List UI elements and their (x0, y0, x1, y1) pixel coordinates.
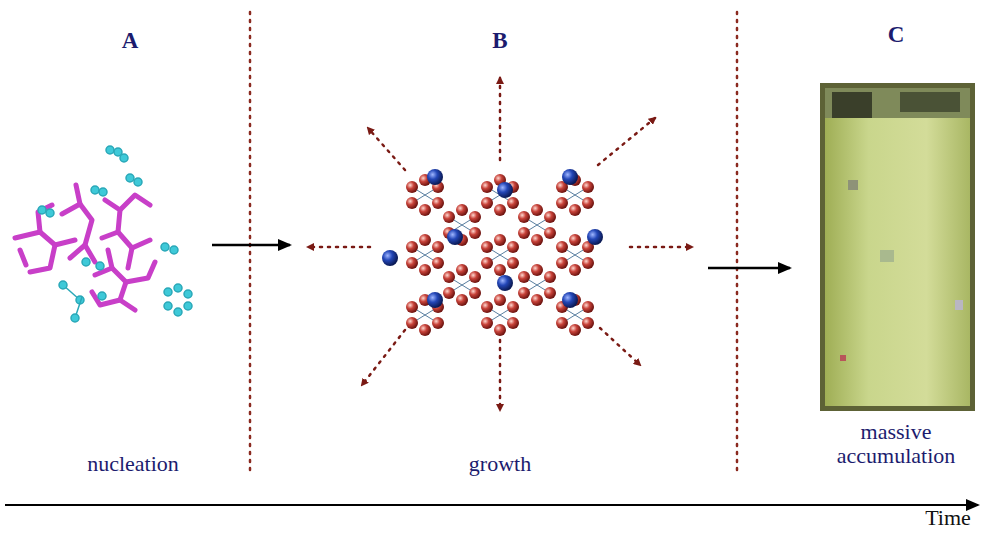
time-axis (5, 504, 978, 506)
stage-label: massive accumulation (826, 420, 966, 468)
vial-photo (820, 83, 975, 411)
separator (249, 12, 252, 475)
stage-label: growth (469, 452, 531, 476)
molecules (15, 185, 155, 310)
stage-arrow (708, 267, 790, 270)
separator (736, 12, 739, 475)
panel-letter: A (122, 28, 139, 53)
stage-label: nucleation (87, 452, 179, 476)
small-molecules (38, 146, 192, 322)
axis-label: Time (925, 506, 971, 530)
growth-arrows (308, 78, 692, 410)
stage-arrow (212, 244, 290, 247)
panel-letter: B (492, 28, 507, 53)
crystal-lattice (382, 169, 603, 336)
panel-letter: C (888, 22, 905, 47)
